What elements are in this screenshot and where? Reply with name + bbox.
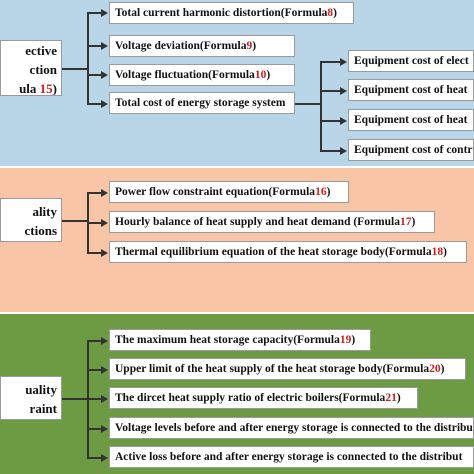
connector-line (320, 61, 322, 151)
arrow-icon (101, 454, 108, 462)
arrow-icon (101, 42, 108, 50)
cost-subitem: Equipment cost of heat (348, 109, 474, 131)
arrow-icon (101, 395, 108, 403)
connector-line (62, 68, 87, 70)
label-line: uality (25, 382, 57, 397)
arrow-icon (101, 425, 108, 433)
equality-constraints-label: ality ctions (0, 198, 62, 242)
objective-item: Total current harmonic distortion(Formul… (109, 2, 354, 24)
inequality-item: The maximum heat storage capacity(Formul… (109, 329, 371, 351)
arrow-icon (101, 9, 108, 17)
connector-line (87, 12, 89, 104)
connector-line (87, 252, 101, 254)
equality-item: Thermal equilibrium equation of the heat… (109, 241, 467, 263)
arrow-icon (340, 58, 347, 66)
connector-line (320, 90, 340, 92)
connector-line (87, 103, 101, 105)
arrow-icon (101, 189, 108, 197)
label-line: ality (32, 204, 57, 219)
connector-line (87, 340, 101, 342)
connector-line (87, 45, 101, 47)
connector-line (87, 222, 101, 224)
arrow-icon (101, 337, 108, 345)
connector-line (87, 428, 101, 430)
inequality-item: Upper limit of the heat supply of the he… (109, 358, 466, 380)
connector-line (320, 120, 340, 122)
label-line: raint (29, 401, 57, 416)
objective-function-label: ective ction ula 15) (0, 40, 62, 96)
label-line: ective (25, 43, 57, 58)
connector-line (87, 369, 101, 371)
connector-line (62, 398, 87, 400)
arrow-icon (101, 219, 108, 227)
connector-line (87, 398, 101, 400)
arrow-icon (340, 87, 347, 95)
arrow-icon (101, 366, 108, 374)
arrow-icon (101, 100, 108, 108)
cost-subitem: Equipment cost of elect (348, 50, 474, 72)
arrow-icon (340, 117, 347, 125)
connector-line (62, 220, 87, 222)
connector-line (87, 12, 101, 14)
cost-subitem: Equipment cost of heat (348, 79, 474, 101)
connector-line (320, 61, 340, 63)
inequality-item: The dircet heat supply ratio of electric… (109, 387, 418, 409)
cost-subitem: Equipment cost of contr (348, 139, 474, 161)
connector-line (87, 74, 101, 76)
inequality-constraints-label: uality raint (0, 376, 62, 420)
connector-line (320, 150, 340, 152)
arrow-icon (340, 147, 347, 155)
label-line: ula 15) (19, 81, 57, 96)
inequality-item: Active loss before and after energy stor… (109, 446, 474, 468)
objective-item-total-cost: Total cost of energy storage system (109, 92, 295, 114)
objective-item: Voltage deviation(Formula 9) (109, 35, 295, 57)
arrow-icon (101, 249, 108, 257)
objective-item: Voltage fluctuation(Formula 10) (109, 64, 295, 86)
inequality-item: Voltage levels before and after energy s… (109, 417, 474, 439)
equality-item: Hourly balance of heat supply and heat d… (109, 211, 435, 233)
arrow-icon (101, 71, 108, 79)
label-line: ctions (24, 223, 58, 238)
connector-line (87, 192, 101, 194)
label-line: ction (29, 62, 57, 77)
connector-line (295, 103, 320, 105)
equality-item: Power flow constraint equation(Formula 1… (109, 181, 349, 203)
connector-line (87, 457, 101, 459)
